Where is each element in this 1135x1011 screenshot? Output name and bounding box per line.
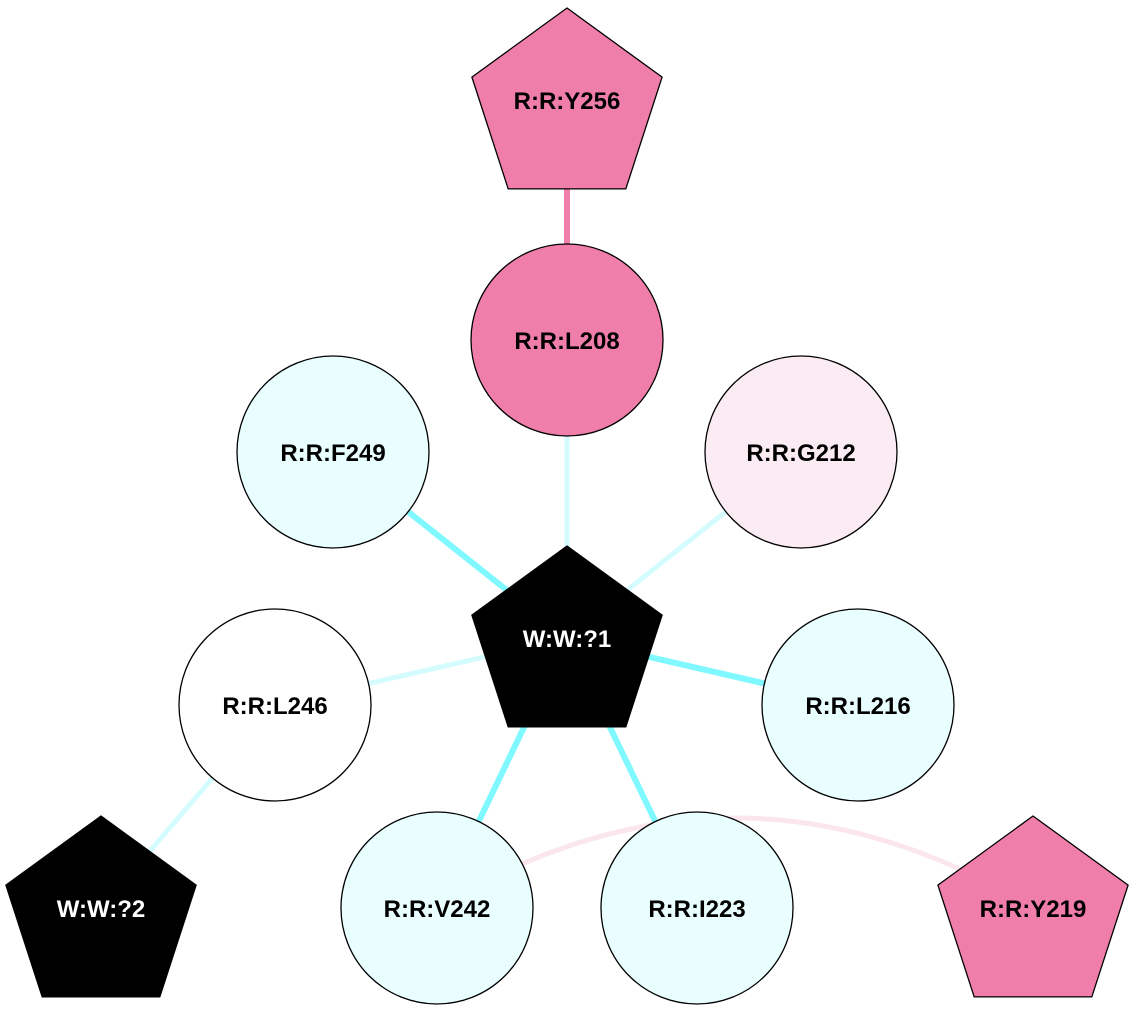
node-l216[interactable]: R:R:L216 xyxy=(761,608,955,802)
node-g212[interactable]: R:R:G212 xyxy=(704,355,898,549)
node-f249[interactable]: R:R:F249 xyxy=(236,355,430,549)
node-shape-y256 xyxy=(471,7,663,190)
node-label-l246: R:R:L246 xyxy=(222,693,327,720)
node-label-y256: R:R:Y256 xyxy=(514,88,621,115)
node-shape-i223 xyxy=(600,811,794,1005)
node-shape-v242 xyxy=(340,811,534,1005)
node-l246[interactable]: R:R:L246 xyxy=(178,608,372,802)
node-shape-y219 xyxy=(937,815,1129,998)
node-shape-w2 xyxy=(5,815,197,998)
node-shape-f249 xyxy=(236,355,430,549)
node-label-w1: W:W:?1 xyxy=(523,626,611,653)
node-shape-l216 xyxy=(761,608,955,802)
node-shape-l208 xyxy=(470,243,664,437)
node-shape-w1 xyxy=(471,545,663,728)
node-label-v242: R:R:V242 xyxy=(384,896,491,923)
node-w1[interactable]: W:W:?1 xyxy=(471,545,663,728)
node-label-i223: R:R:I223 xyxy=(648,896,745,923)
node-y256[interactable]: R:R:Y256 xyxy=(471,7,663,190)
node-y219[interactable]: R:R:Y219 xyxy=(937,815,1129,998)
node-label-y219: R:R:Y219 xyxy=(980,896,1087,923)
node-i223[interactable]: R:R:I223 xyxy=(600,811,794,1005)
node-w2[interactable]: W:W:?2 xyxy=(5,815,197,998)
node-shape-l246 xyxy=(178,608,372,802)
node-l208[interactable]: R:R:L208 xyxy=(470,243,664,437)
node-label-w2: W:W:?2 xyxy=(57,896,145,923)
node-shape-g212 xyxy=(704,355,898,549)
node-label-f249: R:R:F249 xyxy=(280,440,385,467)
node-label-l216: R:R:L216 xyxy=(805,693,910,720)
node-label-l208: R:R:L208 xyxy=(514,328,619,355)
node-v242[interactable]: R:R:V242 xyxy=(340,811,534,1005)
node-label-g212: R:R:G212 xyxy=(746,440,855,467)
